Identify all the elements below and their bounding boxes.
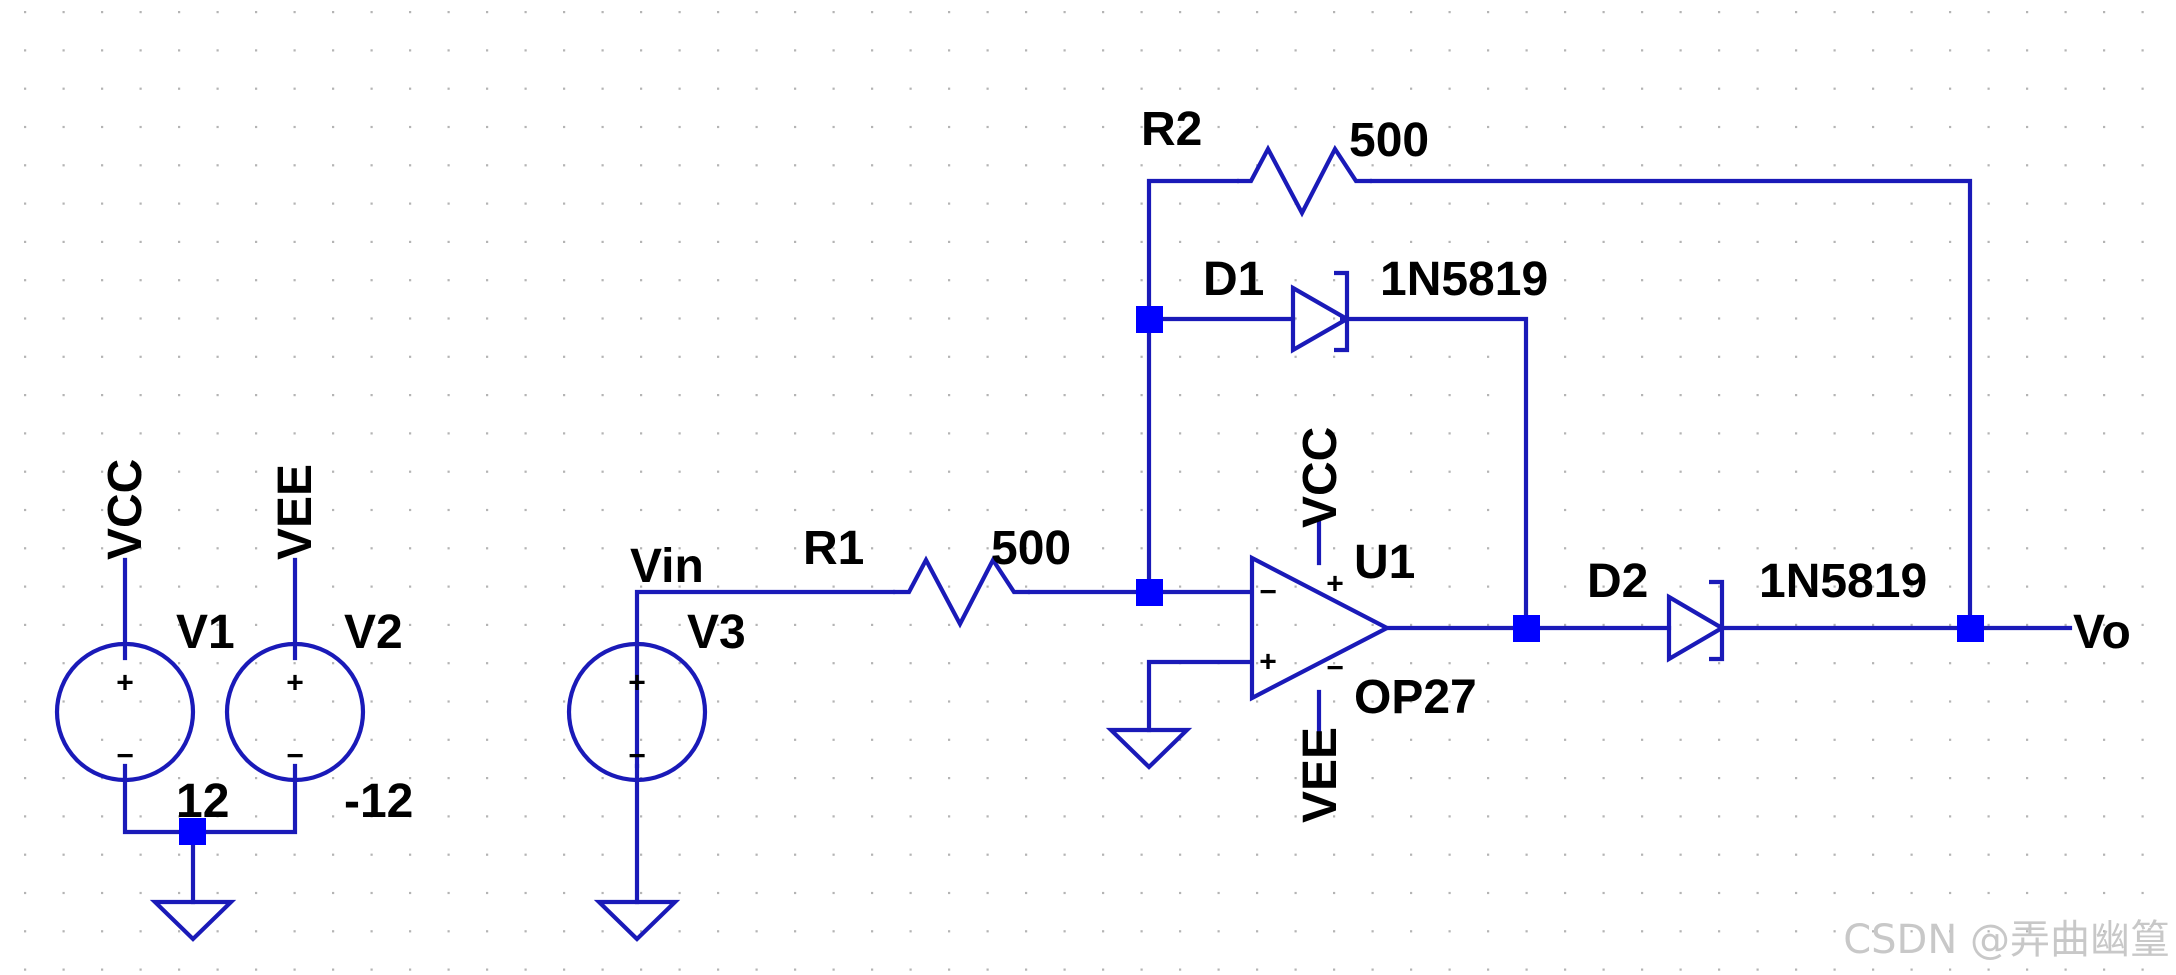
wire-feedback-vertical [1146,178,1240,595]
net-label-vee-opamp: VEE [1294,727,1347,823]
grid-dots [24,11,2144,971]
u1-name-label: U1 [1354,536,1415,589]
watermark: CSDN @弄曲幽篁 [1843,917,2170,963]
r1-value-label: 500 [991,522,1071,575]
v1-source[interactable]: + − [54,641,196,783]
wire-noninv-ground [1146,659,1253,733]
junction-opamp-out [1513,615,1540,642]
u1-vneg-sign: − [1326,652,1344,685]
r2-resistor-symbol[interactable] [1237,144,1372,218]
d1-name-label: D1 [1203,253,1264,306]
u1-model-label: OP27 [1354,671,1477,724]
wire-d1-cathode [1344,316,1529,631]
d1-diode-symbol[interactable] [1290,270,1352,354]
wires [122,178,2073,905]
u1-vpos-sign: + [1326,568,1344,601]
v3-source[interactable]: + − [566,641,708,783]
u1-noninverting-sign: + [1259,646,1277,679]
net-label-vcc-v1: VCC [99,459,152,560]
v2-value-label: -12 [344,775,413,828]
v3-minus-sign: − [628,740,646,773]
d1-model-label: 1N5819 [1380,253,1548,306]
junction-d1-anode [1136,306,1163,333]
wire-supply-ground [122,763,298,835]
v3-name-label: V3 [687,606,746,659]
net-label-vee-v2: VEE [269,464,322,560]
r1-name-label: R1 [803,522,864,575]
junction-supply-ground [179,818,206,845]
d2-name-label: D2 [1587,555,1648,608]
wire-r2-vo [1369,178,1973,631]
u1-opamp-symbol[interactable]: − + + − [1249,554,1392,702]
ground-icon-opamp [1105,727,1193,770]
v1-value-label: 12 [176,775,229,828]
r2-value-label: 500 [1349,114,1429,167]
ground-icon-supply [149,899,237,942]
net-label-vin: Vin [630,540,704,593]
wire-vin [634,589,896,769]
v1-minus-sign: − [116,740,134,773]
v2-plus-sign: + [286,667,304,700]
ground-icon-v3 [593,899,681,942]
v1-plus-sign: + [116,667,134,700]
net-label-vo: Vo [2073,606,2131,659]
r2-name-label: R2 [1141,103,1202,156]
v1-name-label: V1 [176,606,235,659]
r1-resistor-symbol[interactable] [893,555,1030,629]
v3-plus-sign: + [628,667,646,700]
v2-name-label: V2 [344,606,403,659]
v2-minus-sign: − [286,740,304,773]
net-label-vcc-opamp: VCC [1294,427,1347,528]
v2-source[interactable]: + − [224,641,366,783]
junction-vo [1957,615,1984,642]
junction-inverting-node [1136,579,1163,606]
d2-model-label: 1N5819 [1759,555,1927,608]
u1-inverting-sign: − [1259,576,1277,609]
d2-diode-symbol[interactable] [1666,579,1727,663]
